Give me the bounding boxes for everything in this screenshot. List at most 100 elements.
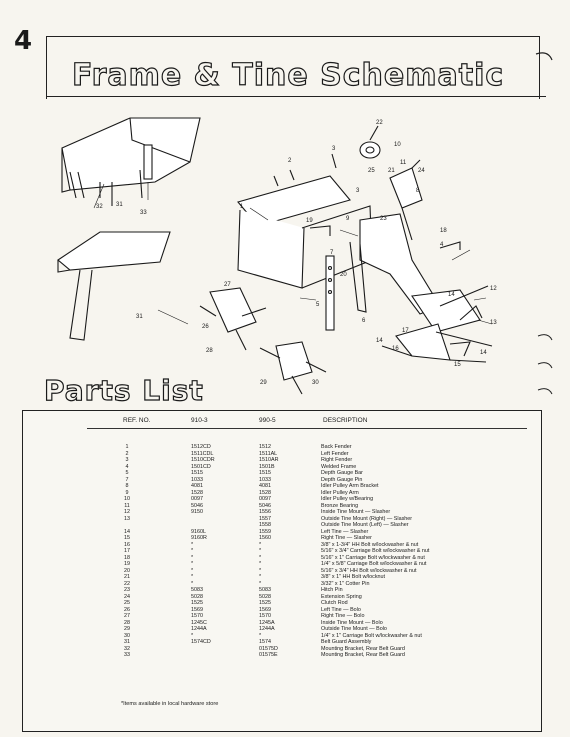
callout: 31 [116,202,123,208]
callout: 26 [202,324,209,330]
model-a-cell: 1510CDR [191,457,215,463]
model-b-cell: 1510AR [259,457,279,463]
model-a-cell: 0097 [191,496,203,502]
callout: 14 [376,338,383,344]
model-a-cell: * [191,541,194,548]
callout: 10 [394,142,401,148]
model-b-cell: 5083 [259,587,271,593]
column-header-model-b: 990-5 [259,417,276,424]
model-a-cell: 9160R [191,535,207,541]
description-cell: Depth Gauge Pin [321,476,363,483]
table-row: 30**1/4" x 1" Carriage Bolt w/lockwasher… [23,633,543,640]
callout: 9 [346,216,350,222]
model-a-cell: 1569 [191,606,203,613]
slasher-tines [381,285,493,363]
model-a-cell: 5028 [191,593,203,600]
bolo-tines [199,287,327,395]
column-header-description: DESCRIPTION [323,417,368,424]
description-cell: 5/16" x 3/4" HH Bolt w/lockwasher & nut [321,567,417,574]
ref-cell: 30 [124,632,130,639]
model-b-cell: * [259,567,262,574]
model-a-cell: 9160L [191,528,206,535]
description-cell: Back Fender [321,444,352,450]
ref-cell: 27 [124,613,130,619]
idler-pulley [359,125,381,159]
description-cell: 1/4" x 1" Carriage Bolt w/lockwasher & n… [321,632,422,639]
callout: 32 [96,204,103,210]
model-a-cell: * [191,548,194,554]
ref-cell: 26 [124,606,130,613]
ref-cell: 32 [124,645,130,652]
description-cell: Welded Frame [321,463,357,470]
margin-bracket [535,52,553,61]
parts-list-heading: Parts List [43,373,204,407]
ref-cell: 31 [124,639,130,645]
model-a-cell: * [191,561,194,567]
model-a-cell: 1512CD [191,444,211,450]
model-b-cell: 1515 [259,470,271,476]
title-frame [46,36,540,99]
model-a-cell: 1511CDL [191,450,214,457]
description-cell: 3/8" x 1-3/4" HH Bolt w/lockwasher & nut [321,541,419,548]
model-b-cell: 1557 [259,515,271,522]
model-a-cell: 1574CD [191,639,211,645]
description-cell: Idler Pulley Arm [321,489,359,496]
callout: 28 [206,348,213,354]
belt-guard-assembly [61,117,201,206]
callout: 30 [312,380,319,386]
description-cell: Bronze Bearing [321,502,359,509]
model-a-cell: 1501CD [191,463,211,470]
model-b-cell: 1525 [259,600,271,606]
description-cell: Right Tine — Slasher [321,535,372,541]
model-a-cell: 4081 [191,483,203,489]
callout: 22 [376,120,383,126]
callout: 18 [440,228,447,234]
model-a-cell: 1244A [191,626,207,632]
table-row: 22**3/32" x 1" Cotter Pin [23,581,543,588]
description-cell: Inside Tine Mount — Bolo [321,619,383,626]
callout: 2 [288,158,292,164]
depth-gauge-bar [325,255,335,331]
idler-arm-bracket [389,159,423,241]
model-b-cell: * [259,541,262,548]
column-header-ref: REF. NO. [123,417,151,424]
model-b-cell: 1511AL [259,450,278,457]
margin-marks [537,334,553,395]
ref-cell: 16 [124,541,130,548]
description-cell: Mounting Bracket, Rear Belt Guard [321,645,405,652]
footnote: *Items available in local hardware store [121,701,219,707]
ref-cell: 29 [124,626,130,632]
callout: 31 [136,314,143,320]
callout: 11 [400,160,407,166]
callout: 6 [362,318,366,324]
ref-cell: 33 [124,652,130,658]
ref-cell: 13 [124,515,130,522]
model-b-cell: 1501B [259,463,275,470]
description-cell: 3/8" x 1" HH Bolt w/locknut [321,574,386,580]
ref-cell: 10 [124,496,130,502]
callout: 7 [330,250,334,256]
model-b-cell: 1556 [259,509,271,515]
ref-cell: 21 [124,574,130,580]
ref-cell: 14 [124,528,130,535]
table-row: 16 * * 3/8" x 1-3/4" HH Bolt w/lockwasher &… [23,542,543,549]
model-b-cell: 1245A [259,619,275,626]
model-b-cell: 1569 [259,606,271,613]
description-cell: Depth Gauge Bar [321,470,363,476]
table-row: 19**1/4" x 5/8" Carriage Bolt w/lockwash… [23,561,543,568]
model-a-cell: 1245C [191,619,207,626]
model-a-cell: * [191,632,194,639]
ref-cell: 11 [124,502,130,509]
